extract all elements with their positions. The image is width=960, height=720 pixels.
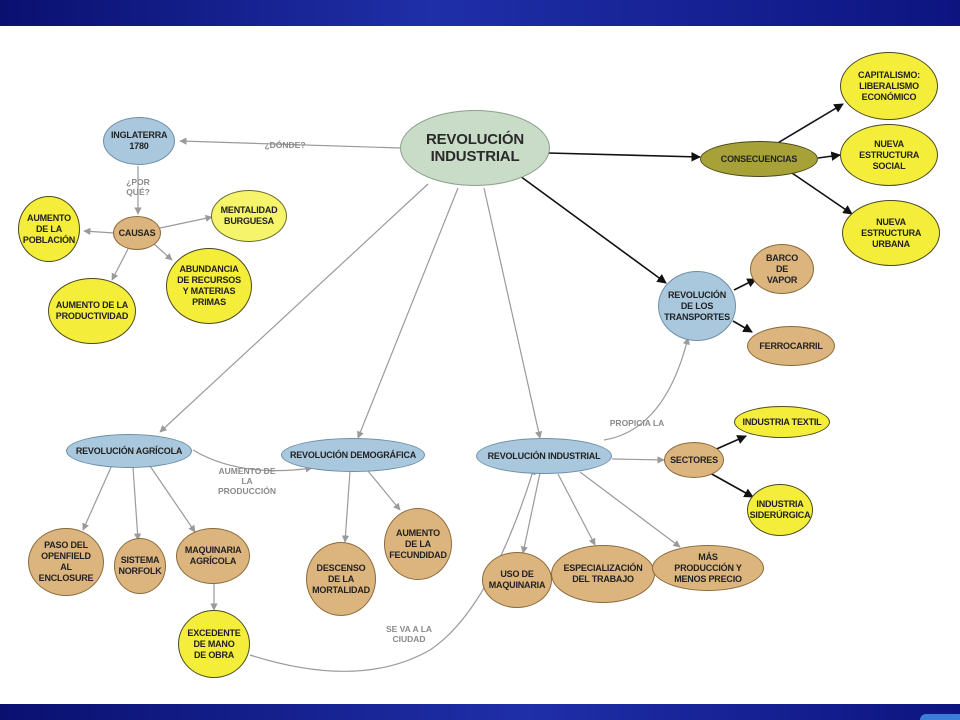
node-mas-produccion: MÁS PRODUCCIÓN Y MENOS PRECIO <box>652 545 764 591</box>
link-consecuencias-capitalismo <box>775 103 844 145</box>
label-aumento-produccion: AUMENTO DE LA PRODUCCIÓN <box>217 466 277 496</box>
node-maquinaria-agricola: MAQUINARIA AGRÍCOLA <box>176 528 250 584</box>
bottom-bar-accent <box>920 714 960 720</box>
node-nueva-estructura-social: NUEVA ESTRUCTURA SOCIAL <box>840 124 938 186</box>
node-aumento-fecundidad: AUMENTO DE LA FECUNDIDAD <box>384 508 452 580</box>
link-center-transportes <box>519 175 667 284</box>
link-consecuencias-social <box>817 151 841 161</box>
node-nueva-estructura-urbana: NUEVA ESTRUCTURA URBANA <box>842 200 940 266</box>
node-consecuencias: CONSECUENCIAS <box>700 141 818 177</box>
bottom-bar <box>0 704 960 720</box>
node-excedente-mano-obra: EXCEDENTE DE MANO DE OBRA <box>178 610 250 678</box>
node-revolucion-transportes: REVOLUCIÓN DE LOS TRANSPORTES <box>658 271 736 341</box>
link-center-industrial <box>483 187 543 439</box>
node-industria-textil: INDUSTRIA TEXTIL <box>734 406 830 438</box>
node-causas: CAUSAS <box>113 216 161 250</box>
link-agricola-maquinaria <box>149 465 196 533</box>
link-causas-poblacion <box>83 227 115 236</box>
link-center-agricola <box>159 183 429 433</box>
node-aumento-productividad: AUMENTO DE LA PRODUCTIVIDAD <box>48 278 136 344</box>
link-agricola-norfolk <box>132 466 142 541</box>
label-propicia: PROPICIA LA <box>609 418 665 428</box>
link-agricola-openfield <box>82 464 113 531</box>
link-demografica-descenso <box>341 470 351 543</box>
node-inglaterra-1780: INGLATERRA 1780 <box>103 117 175 165</box>
label-por-que: ¿POR QUÉ? <box>126 177 150 197</box>
node-uso-maquinaria: USO DE MAQUINARIA <box>482 552 552 608</box>
link-excedente-industrial <box>249 467 536 672</box>
node-mentalidad-burguesa: MENTALIDAD BURGUESA <box>211 190 287 242</box>
node-abundancia-recursos: ABUNDANCIA DE RECURSOS Y MATERIAS PRIMAS <box>166 248 252 324</box>
link-industrial-transportes <box>603 337 690 441</box>
node-ferrocarril: FERROCARRIL <box>747 326 835 366</box>
link-agricola-demografica <box>192 449 313 473</box>
node-openfield-enclosure: PASO DEL OPENFIELD AL ENCLOSURE <box>28 528 104 596</box>
node-revolucion-agricola: REVOLUCIÓN AGRÍCOLA <box>66 434 192 468</box>
node-revolucion-demografica: REVOLUCIÓN DEMOGRÁFICA <box>281 438 425 472</box>
node-revolucion-industrial: REVOLUCIÓN INDUSTRIAL <box>476 438 612 474</box>
link-industrial-masproduccion <box>579 471 681 548</box>
link-causas-productividad <box>111 248 129 281</box>
node-industria-siderurgica: INDUSTRIA SIDERÚRGICA <box>747 484 813 536</box>
link-sectores-siderurgica <box>709 472 754 498</box>
link-center-demografica <box>357 187 459 439</box>
link-center-consecuencias <box>547 151 701 162</box>
node-descenso-mortalidad: DESCENSO DE LA MORTALIDAD <box>306 542 376 616</box>
link-center-inglaterra <box>179 137 401 149</box>
link-causas-mentalidad <box>159 214 213 229</box>
link-demografica-fecundidad <box>367 470 401 511</box>
link-industrial-uso <box>520 472 541 554</box>
node-sectores: SECTORES <box>664 442 724 478</box>
link-industrial-especializacion <box>557 473 596 546</box>
node-sistema-norfolk: SISTEMA NORFOLK <box>114 538 166 594</box>
node-barco-vapor: BARCO DE VAPOR <box>750 244 814 294</box>
title-bar <box>0 0 960 26</box>
node-especializacion-trabajo: ESPECIALIZACIÓN DEL TRABAJO <box>551 545 655 603</box>
label-se-va: SE VA A LA CIUDAD <box>385 624 433 644</box>
link-transportes-ferrocarril <box>732 320 753 333</box>
link-transportes-barco <box>733 278 757 291</box>
node-capitalismo: CAPITALISMO: LIBERALISMO ECONÓMICO <box>840 52 938 120</box>
label-donde: ¿DÓNDE? <box>264 140 306 150</box>
link-consecuencias-urbana <box>791 172 853 215</box>
link-causas-abundancia <box>153 243 173 261</box>
node-aumento-poblacion: AUMENTO DE LA POBLACIÓN <box>18 196 80 262</box>
node-revolucion-industrial-central: REVOLUCIÓN INDUSTRIAL <box>400 110 550 186</box>
link-industrial-sectores <box>611 456 665 464</box>
